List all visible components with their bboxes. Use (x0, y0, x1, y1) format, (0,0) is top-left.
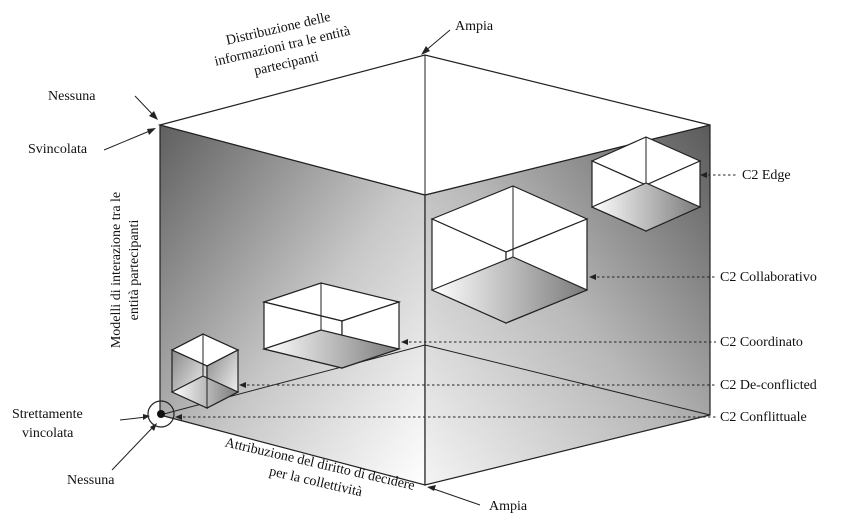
level-label-collaborativo: C2 Collaborativo (720, 270, 817, 285)
cube-top-face (157, 54, 711, 196)
arrow-top-ampia (423, 29, 451, 53)
left-axis-title-line1: Modelli di interazione tra le (109, 192, 124, 348)
mini-cube-edge (590, 136, 702, 232)
left-axis-bottom-label-line2: vincolata (22, 426, 74, 441)
mini-cube-collaborativo (430, 185, 589, 324)
top-axis-end-label: Ampia (455, 19, 494, 34)
bottom-axis-start-label: Nessuna (67, 473, 115, 488)
level-label-coordinato: C2 Coordinato (720, 335, 803, 350)
mini-cube-de-conflicted (170, 333, 240, 409)
origin-dot (157, 410, 165, 418)
level-label-edge: C2 Edge (742, 168, 791, 183)
left-axis-bottom-label-line1: Strettamente (12, 407, 83, 422)
arrow-strettamente (119, 416, 147, 421)
arrow-bottom-ampia (430, 487, 481, 506)
bottom-axis-end-label: Ampia (489, 499, 528, 514)
arrow-svincolata (103, 129, 153, 151)
top-axis-start-label: Nessuna (48, 89, 96, 104)
arrow-bottom-nessuna (111, 425, 155, 471)
left-axis-top-label: Svincolata (28, 142, 88, 157)
origin-ring (147, 400, 175, 428)
level-label-conflittuale: C2 Conflittuale (720, 410, 807, 425)
left-axis-title-line2: entità partecipanti (127, 220, 142, 321)
mini-cube-coordinato (261, 282, 402, 369)
inner-edge-right (424, 344, 711, 416)
level-label-de-conflicted: C2 De-conflicted (720, 378, 817, 393)
